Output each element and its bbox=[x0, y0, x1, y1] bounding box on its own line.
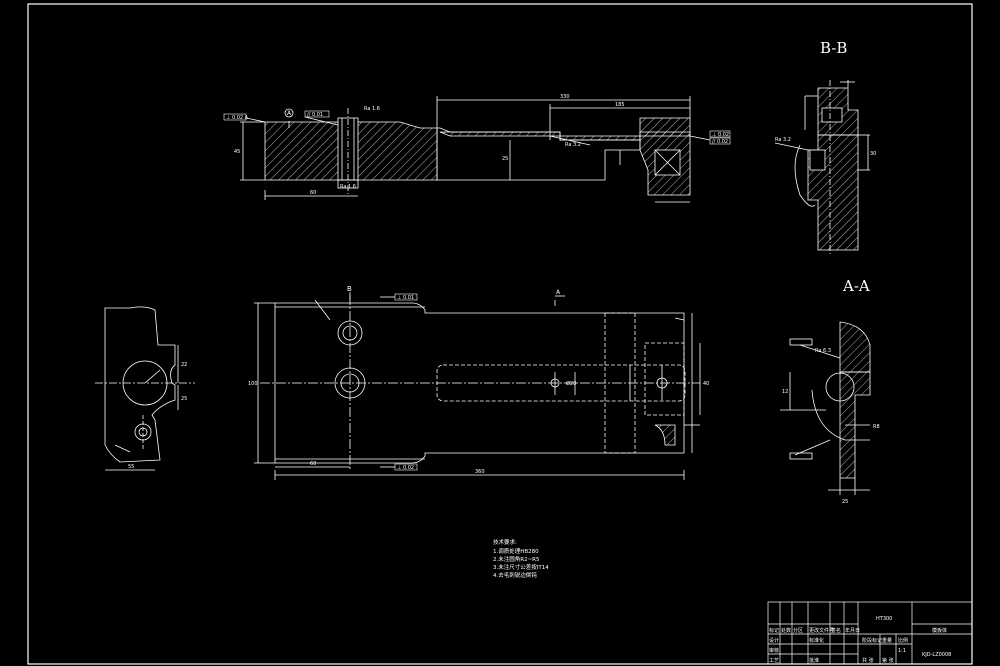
title-block bbox=[767, 601, 973, 665]
plan-outline bbox=[274, 302, 685, 464]
plan-dim-width: 100 bbox=[248, 381, 258, 387]
tb-r32: 批准 bbox=[809, 657, 819, 664]
title-material: HT300 bbox=[876, 616, 892, 622]
left-view-outline bbox=[104, 306, 176, 463]
notes-line-2: 2.未注圆角R2~R5 bbox=[493, 555, 540, 563]
section-aa-view bbox=[780, 321, 871, 495]
plan-dim-overall: 360 bbox=[475, 469, 485, 475]
roughness-4: Ra 3.2 bbox=[775, 137, 791, 143]
tol-text-2: // 0.01 bbox=[307, 112, 323, 118]
title-name: 模板体 bbox=[932, 627, 947, 634]
tb-r5: 重量 bbox=[882, 637, 892, 644]
tol-frame-5 bbox=[394, 293, 418, 301]
tol-text-5: ⊥ 0.01 bbox=[397, 295, 414, 301]
tb-r30: 工艺 bbox=[769, 658, 779, 664]
notes-line-1: 1.调质处理HB280 bbox=[493, 547, 539, 555]
top-datum-a: A bbox=[287, 110, 292, 117]
drawing-border bbox=[27, 3, 973, 665]
tol-frame-2 bbox=[304, 110, 330, 118]
tb-h3: 更改文件号 bbox=[809, 627, 834, 634]
section-aa-label: A-A bbox=[842, 277, 870, 295]
left-dim-w: 55 bbox=[128, 464, 134, 470]
tol-frame-1 bbox=[223, 113, 247, 121]
top-dim-mid: 25 bbox=[502, 156, 508, 162]
tol-text-1: ⊥ 0.02 A bbox=[226, 115, 249, 121]
aa-dim-w: 25 bbox=[842, 499, 848, 505]
tol-frame-4 bbox=[709, 137, 731, 145]
plan-dim-left: 60 bbox=[310, 461, 316, 467]
tol-text-3: ⊥ 0.02 bbox=[712, 132, 729, 138]
top-dim-left: 60 bbox=[310, 190, 316, 196]
top-section-view bbox=[240, 96, 711, 203]
tb-r34: 共 张 bbox=[862, 657, 874, 664]
tol-frame-6 bbox=[394, 463, 418, 471]
notes-line-4: 4.去毛刺锐边倒钝 bbox=[493, 571, 537, 579]
top-dim-partial: 185 bbox=[615, 102, 625, 108]
tb-h4: 签名 bbox=[831, 627, 841, 634]
tol-text-4: // 0.02 bbox=[712, 139, 728, 145]
left-side-view bbox=[95, 306, 195, 471]
plan-mark-a: A bbox=[556, 289, 561, 296]
tb-r4: 阶段标记 bbox=[862, 637, 882, 644]
roughness-1: Ra 1.6 bbox=[364, 106, 380, 112]
left-dim-h1: 22 bbox=[181, 362, 187, 368]
section-bb-label: B-B bbox=[820, 39, 847, 57]
tb-h5: 年月日 bbox=[845, 627, 860, 634]
roughness-3: Ra 1.6 bbox=[340, 184, 356, 190]
bb-dim-w: 30 bbox=[870, 151, 876, 157]
plan-dim-hole: Ø20 bbox=[566, 380, 576, 387]
tb-h1: 处数 bbox=[781, 627, 791, 634]
top-dim-overall: 330 bbox=[560, 94, 570, 100]
plan-mark-b: B bbox=[347, 285, 352, 293]
tb-h0: 标记 bbox=[769, 627, 779, 634]
tb-r35: 第 张 bbox=[882, 657, 894, 664]
technical-notes: 技术要求: 1.调质处理HB280 2.未注圆角R2~R5 3.未注尺寸公差按I… bbox=[493, 538, 549, 579]
aa-dim-d: 12 bbox=[782, 389, 788, 395]
plan-dim-right: 40 bbox=[703, 381, 709, 387]
section-bb-view bbox=[774, 80, 870, 255]
aa-upper-hatch bbox=[839, 321, 871, 373]
tb-r0: 设计 bbox=[769, 637, 779, 644]
left-dim-h2: 25 bbox=[181, 396, 187, 402]
tb-h2: 分区 bbox=[793, 627, 803, 634]
tol-frame-3 bbox=[709, 130, 731, 138]
notes-title: 技术要求: bbox=[493, 538, 517, 546]
plan-view bbox=[254, 292, 701, 480]
tb-r20: 审核 bbox=[769, 647, 779, 654]
title-header-cells: 标记 处数 分区 更改文件号 签名 年月日 设计 标准化 阶段标记 重量 比例 … bbox=[769, 627, 908, 664]
top-dim-height: 45 bbox=[234, 149, 240, 155]
tol-text-6: ⊥ 0.02 bbox=[397, 465, 414, 471]
aa-dim-r: R8 bbox=[873, 424, 880, 430]
tb-r2: 标准化 bbox=[809, 637, 824, 644]
tb-r6: 比例 bbox=[898, 637, 908, 644]
title-drawing-no: KJD-LZ0008 bbox=[922, 652, 951, 658]
notes-line-3: 3.未注尺寸公差按IT14 bbox=[493, 563, 549, 571]
roughness-2: Ra 3.2 bbox=[565, 142, 581, 148]
roughness-5: Ra 6.3 bbox=[815, 348, 831, 354]
tb-r26: 1:1 bbox=[898, 648, 906, 654]
